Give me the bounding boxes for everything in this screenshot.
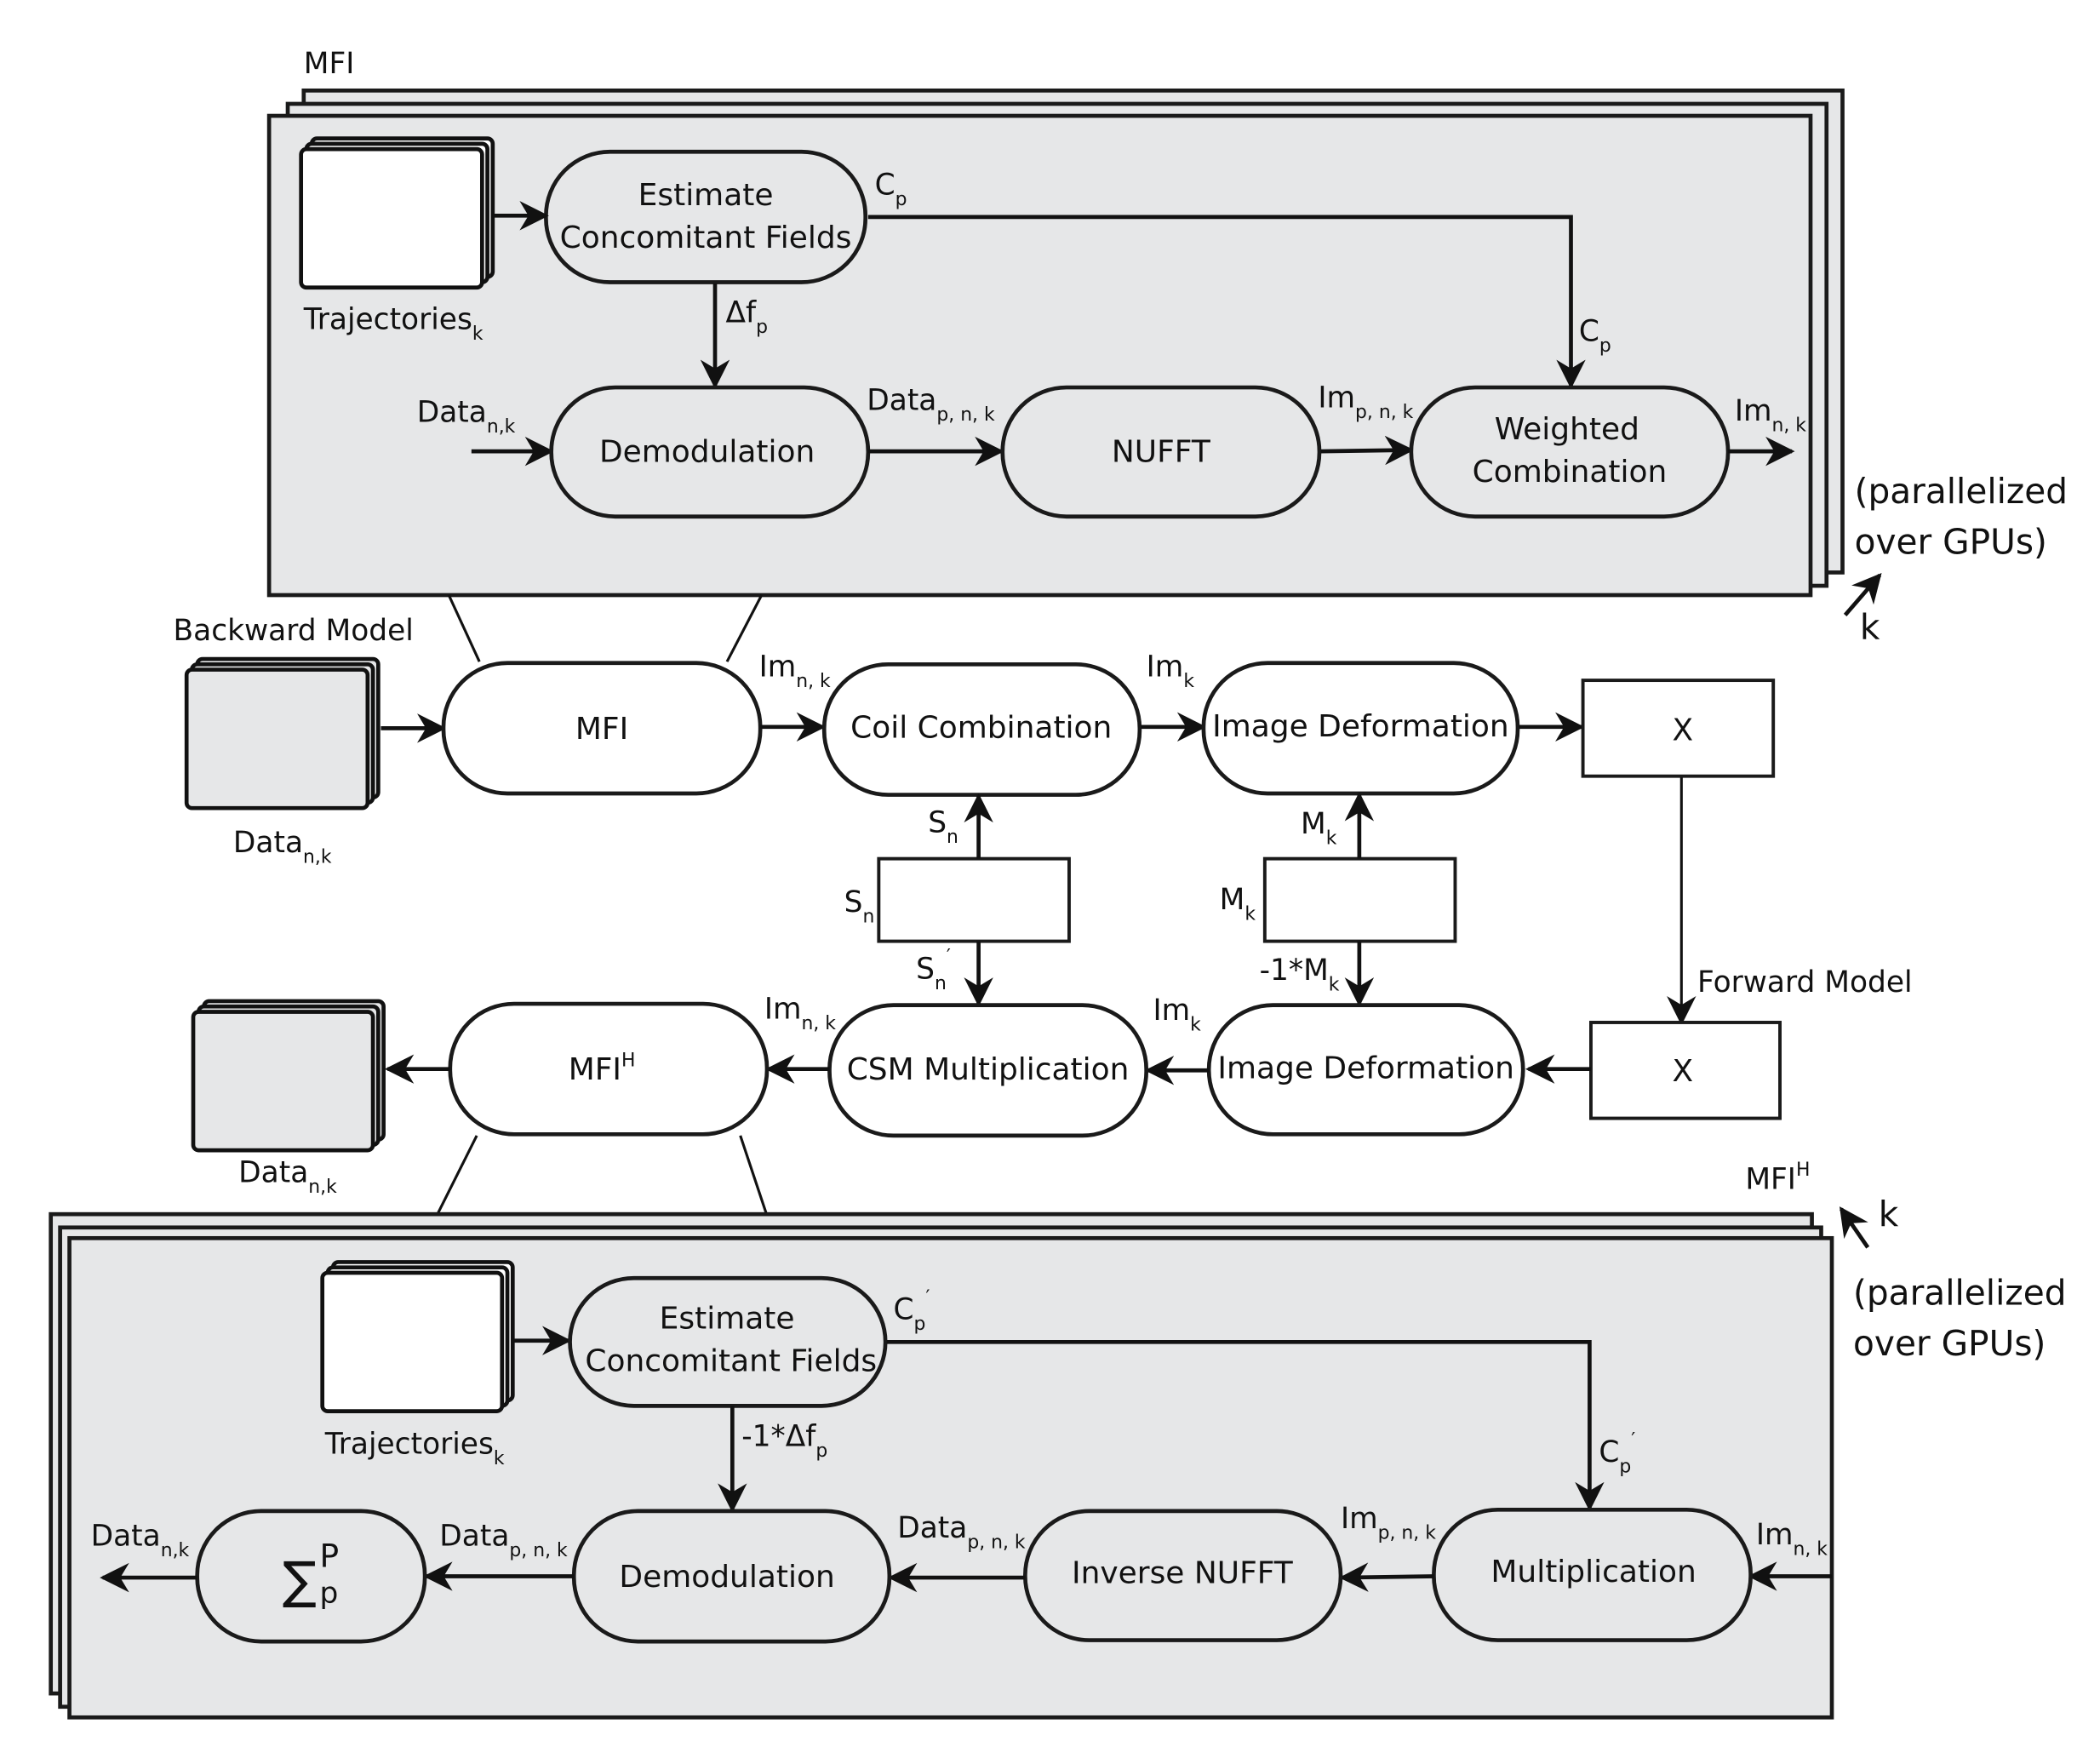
- sn-prime-label: Sn′: [916, 947, 951, 994]
- mfi-panel: MFI Trajectoriesk Estimate Concomitant F…: [266, 47, 2068, 648]
- im-nk-bottom-label: Imn, k: [764, 992, 836, 1034]
- df-label: Δfp: [726, 295, 769, 338]
- sum-upper-limit: P: [320, 1538, 340, 1575]
- mfih-panel: MFIH k (parallelized over GPUs) Trajecto…: [49, 1160, 2067, 1720]
- im-nk-out-label: Imn, k: [1735, 394, 1806, 437]
- arrow-cp-prime-to-mult: [886, 1339, 1605, 1512]
- im-nk-top-label: Imn, k: [759, 650, 831, 692]
- csm-multiplication-node[interactable]: CSM Multiplication: [827, 1003, 1149, 1138]
- parallel-note-bottom-line1: (parallelized: [1853, 1272, 2066, 1313]
- svg-text:Concomitant Fields: Concomitant Fields: [585, 1344, 877, 1379]
- demodulation-bottom-node[interactable]: Demodulation: [571, 1509, 892, 1644]
- zoom-connector-right: [725, 594, 764, 662]
- estimate-concomitant-fields-node[interactable]: Estimate Concomitant Fields: [544, 149, 868, 284]
- svg-text:Coil Combination: Coil Combination: [850, 710, 1112, 745]
- neg-mk-label: -1*Mk: [1260, 954, 1340, 996]
- cp-prime-down-label: Cp′: [1599, 1429, 1635, 1477]
- coil-combination-node[interactable]: Coil Combination: [821, 662, 1142, 797]
- svg-text:Combination: Combination: [1473, 455, 1668, 490]
- svg-text:Estimate: Estimate: [660, 1302, 795, 1337]
- k-stack-arrow-bottom-icon: [1840, 1206, 1870, 1249]
- svg-text:Estimate: Estimate: [638, 178, 774, 213]
- k-label-bottom: k: [1879, 1194, 1899, 1234]
- trajectories-stack-bottom-icon: [320, 1260, 515, 1413]
- zoom-connector-left-bottom: [435, 1135, 478, 1217]
- mk-box[interactable]: [1262, 856, 1457, 943]
- data-nk-in-label: Datan,k: [417, 396, 516, 438]
- data-nk-out-label: Datan,k: [91, 1520, 190, 1562]
- sum-symbol: ∑: [283, 1552, 317, 1611]
- data-nk-bottom-label: Datan,k: [238, 1156, 337, 1199]
- svg-text:CSM Multiplication: CSM Multiplication: [847, 1052, 1130, 1087]
- k-stack-arrow-icon: [1843, 572, 1882, 616]
- arrow-nufft-to-weighted: [1320, 435, 1415, 466]
- mk-up-label: Mk: [1301, 807, 1337, 850]
- image-deformation-top-node[interactable]: Image Deformation: [1201, 661, 1520, 796]
- parallel-note-line1: (parallelized: [1855, 471, 2068, 512]
- cp-label-top: Cp: [875, 168, 907, 210]
- mfih-node[interactable]: MFIH: [448, 1001, 770, 1137]
- sum-lower-index: p: [320, 1577, 339, 1611]
- trajectories-stack-icon: [299, 136, 495, 290]
- mfi-node[interactable]: MFI: [441, 661, 763, 796]
- image-deformation-bottom-node[interactable]: Image Deformation: [1206, 1003, 1525, 1137]
- im-pnk-bottom-label: Imp, n, k: [1341, 1502, 1436, 1544]
- parallel-note-line2: over GPUs): [1855, 522, 2047, 563]
- demodulation-node[interactable]: Demodulation: [549, 385, 871, 519]
- svg-text:MFIH: MFIH: [569, 1051, 636, 1088]
- mfi-panel-title: MFI: [304, 47, 355, 81]
- mk-box-label: Mk: [1220, 883, 1256, 925]
- svg-text:Image Deformation: Image Deformation: [1217, 1051, 1514, 1086]
- sn-box-label: Sn: [844, 885, 875, 928]
- arrow-cp-to-weighted: [867, 215, 1586, 389]
- svg-text:Concomitant Fields: Concomitant Fields: [560, 220, 852, 255]
- svg-text:MFI: MFI: [575, 712, 628, 747]
- sum-over-p-node[interactable]: ∑ P p: [195, 1509, 427, 1644]
- x-top-box[interactable]: X: [1581, 679, 1776, 778]
- svg-text:Multiplication: Multiplication: [1491, 1555, 1696, 1589]
- data-stack-top-icon: [184, 656, 380, 810]
- im-k-top-label: Imk: [1147, 650, 1195, 692]
- zoom-connector-left: [447, 594, 481, 662]
- multiplication-node[interactable]: Multiplication: [1432, 1507, 1753, 1642]
- svg-text:Inverse NUFFT: Inverse NUFFT: [1072, 1555, 1294, 1590]
- trajectories-label: Trajectoriesk: [303, 302, 483, 345]
- x-bottom-box[interactable]: X: [1589, 1021, 1782, 1120]
- backward-model-label: Backward Model: [174, 614, 414, 648]
- svg-text:X: X: [1673, 713, 1694, 747]
- nufft-node[interactable]: NUFFT: [1000, 385, 1322, 519]
- forward-model-label: Forward Model: [1697, 965, 1913, 999]
- mfih-panel-title: MFIH: [1745, 1160, 1810, 1197]
- trajectories-bottom-label: Trajectoriesk: [324, 1428, 505, 1470]
- im-k-bottom-label: Imk: [1153, 994, 1201, 1036]
- data-pnk-label: Datap, n, k: [867, 384, 995, 427]
- data-stack-bottom-icon: [191, 999, 386, 1153]
- svg-text:X: X: [1673, 1054, 1694, 1089]
- svg-text:Demodulation: Demodulation: [619, 1560, 834, 1595]
- mfi-panel-front: [266, 113, 1813, 598]
- svg-text:Demodulation: Demodulation: [599, 435, 815, 470]
- im-pnk-label: Imp, n, k: [1318, 381, 1413, 424]
- arrow-mult-to-inv-nufft: [1339, 1562, 1434, 1592]
- k-label-top: k: [1860, 607, 1880, 648]
- svg-text:Weighted: Weighted: [1495, 412, 1639, 447]
- weighted-combination-node[interactable]: Weighted Combination: [1409, 385, 1731, 519]
- cp-label-down: Cp: [1579, 314, 1611, 357]
- cp-prime-top-label: Cp′: [894, 1287, 930, 1335]
- data-pnk-left-label: Datap, n, k: [439, 1520, 568, 1562]
- zoom-connector-right-bottom: [739, 1135, 769, 1217]
- neg-df-label: -1*Δfp: [741, 1419, 827, 1462]
- data-pnk-right-label: Datap, n, k: [897, 1511, 1026, 1554]
- im-nk-in-label: Imn, k: [1756, 1518, 1828, 1561]
- sn-up-label: Sn: [928, 805, 958, 848]
- inverse-nufft-node[interactable]: Inverse NUFFT: [1023, 1509, 1343, 1642]
- data-nk-top-label: Datan,k: [233, 826, 332, 868]
- svg-text:NUFFT: NUFFT: [1112, 435, 1211, 470]
- sn-box[interactable]: [877, 856, 1071, 943]
- estimate-concomitant-fields-bottom-node[interactable]: Estimate Concomitant Fields: [568, 1275, 888, 1408]
- parallel-note-bottom-line2: over GPUs): [1853, 1323, 2046, 1364]
- svg-text:Image Deformation: Image Deformation: [1212, 709, 1509, 744]
